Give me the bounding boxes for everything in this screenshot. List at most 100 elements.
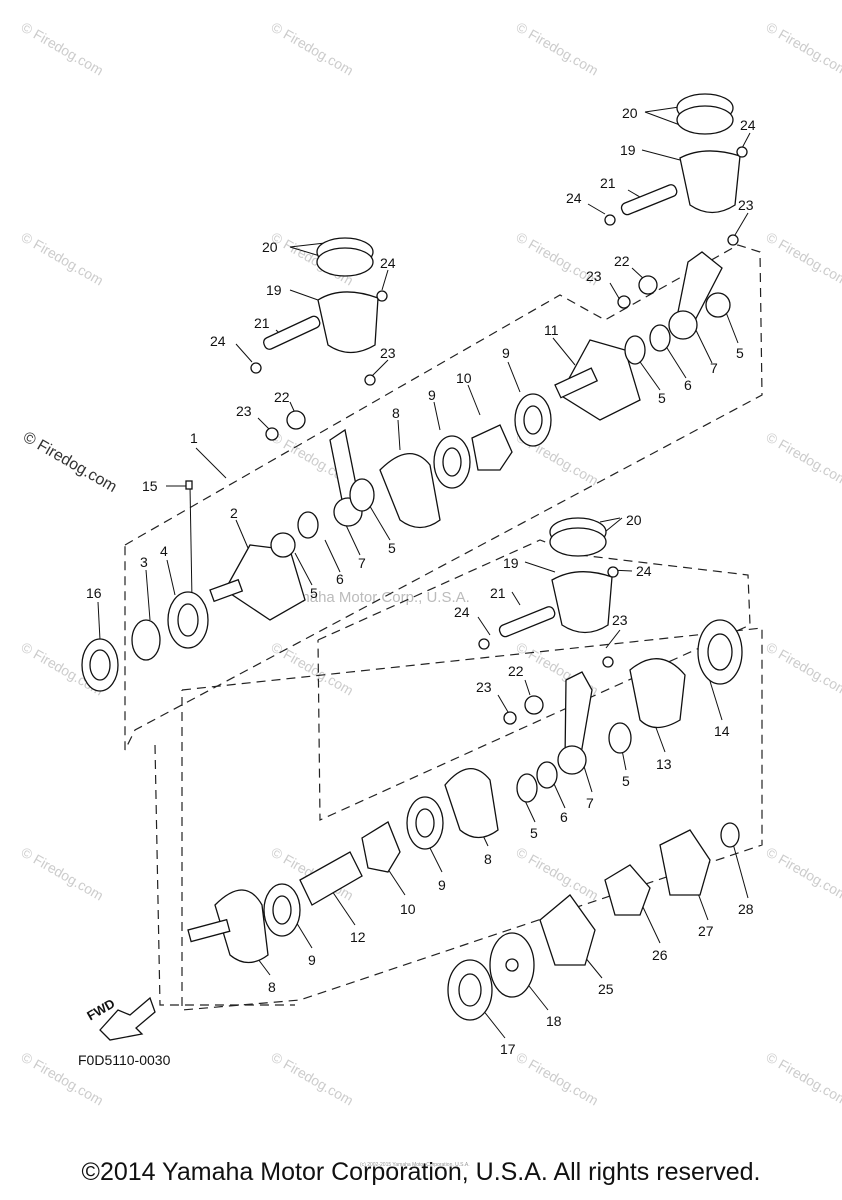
leader-line: [524, 561, 556, 573]
coupling-25: [539, 894, 596, 966]
leader-line: [524, 679, 531, 696]
needle-bearing: [524, 695, 544, 715]
watermark: © Firedog.com: [269, 1049, 357, 1109]
coupling-flange-17-inner: [458, 973, 482, 1007]
callout-label: 24: [566, 190, 582, 206]
leader-line: [731, 839, 749, 899]
tiny-copyright: (c) 2002-2015 Yamaha Motor Corporation, …: [360, 1162, 470, 1168]
callout-label: 24: [740, 117, 756, 133]
callout-label: 4: [160, 543, 168, 559]
callout-label: 5: [736, 345, 744, 361]
callout-label: 20: [626, 512, 642, 528]
bearing: [516, 773, 538, 803]
callout-label: 23: [380, 345, 396, 361]
leader-line: [654, 724, 666, 753]
bearing: [270, 532, 296, 558]
callout-label: 15: [142, 478, 158, 494]
main-bearing-9-inner: [272, 895, 292, 925]
watermark: © Firedog.com: [514, 844, 602, 904]
callout-label: 21: [254, 315, 270, 331]
labyrinth-seal-10: [471, 424, 513, 471]
oil-seal-inner: [89, 649, 111, 681]
callout-label: 23: [476, 679, 492, 695]
leader-line: [609, 282, 621, 301]
piston-pin-1: [262, 315, 321, 350]
callout-label: 6: [684, 377, 692, 393]
circlip: [478, 638, 490, 650]
leader-line: [367, 502, 391, 541]
washer: [602, 656, 614, 668]
diagram-code: F0D5110-0030: [78, 1052, 171, 1068]
piston-3: [551, 571, 613, 634]
watermark: © Firedog.com: [19, 19, 107, 79]
leader-line: [324, 539, 341, 573]
callout-label: 9: [438, 877, 446, 893]
leader-line: [97, 601, 101, 641]
callout-label: 22: [614, 253, 630, 269]
callout-label: 6: [560, 809, 568, 825]
piston-1: [317, 291, 379, 354]
piston-ring-1: [316, 247, 374, 277]
conrod-big-end: [557, 745, 587, 775]
leader-line: [641, 149, 681, 161]
needle-bearing: [286, 410, 306, 430]
callout-label: 7: [586, 795, 594, 811]
callout-label: 27: [698, 923, 714, 939]
circlip: [607, 566, 619, 578]
collar: [131, 619, 161, 661]
washer: [617, 295, 631, 309]
fwd-arrow: [99, 996, 156, 1041]
bottom-box-outline: [154, 744, 295, 1006]
leader-line: [329, 887, 356, 926]
crank-web-8: [214, 889, 269, 964]
callout-label: 5: [622, 773, 630, 789]
leader-line: [344, 522, 361, 556]
callout-label: 22: [274, 389, 290, 405]
leader-line: [477, 616, 491, 636]
callout-label: 26: [652, 947, 668, 963]
callout-label: 9: [308, 952, 316, 968]
leader-line: [289, 242, 326, 248]
callout-label: 19: [620, 142, 636, 158]
crank-web-2: [224, 544, 306, 621]
callout-label: 13: [656, 756, 672, 772]
leader-line: [433, 401, 441, 431]
leader-line: [734, 212, 749, 236]
watermark: © Firedog.com: [514, 1049, 602, 1109]
callout-label: 6: [336, 571, 344, 587]
callout-label: 9: [502, 345, 510, 361]
needle-bearing: [297, 511, 319, 539]
crankshaft-13: [629, 657, 686, 729]
circlip: [376, 290, 388, 302]
callout-label: 20: [262, 239, 278, 255]
main-bearing-9-inner: [442, 447, 462, 477]
leader-line: [371, 359, 389, 377]
leader-line: [189, 485, 193, 601]
leader-line: [195, 447, 227, 479]
watermark: © Firedog.com: [764, 844, 842, 904]
watermark: © Firedog.com: [514, 19, 602, 79]
washer: [364, 374, 376, 386]
watermark: © Firedog.com: [764, 429, 842, 489]
main-bearing-9-inner: [415, 808, 435, 838]
oring-28: [720, 822, 740, 848]
assembly-outlines: [124, 244, 763, 1011]
callout-label: 5: [658, 390, 666, 406]
piston-ring-3: [549, 527, 607, 557]
watermark: © Firedog.com: [19, 229, 107, 289]
callout-label: 28: [738, 901, 754, 917]
crank-shaft-end: [554, 367, 599, 399]
callout-label: 18: [546, 1013, 562, 1029]
callout-label: 19: [266, 282, 282, 298]
leader-line: [467, 384, 481, 416]
leader-line: [552, 337, 576, 366]
leader-line: [641, 904, 661, 944]
callout-label: 1: [190, 430, 198, 446]
watermark: © Firedog.com: [764, 639, 842, 699]
leader-line: [381, 269, 389, 291]
pin-15: [185, 480, 193, 490]
labyrinth-seal-10: [361, 821, 401, 873]
callout-label: 23: [236, 403, 252, 419]
callout-label: 21: [490, 585, 506, 601]
